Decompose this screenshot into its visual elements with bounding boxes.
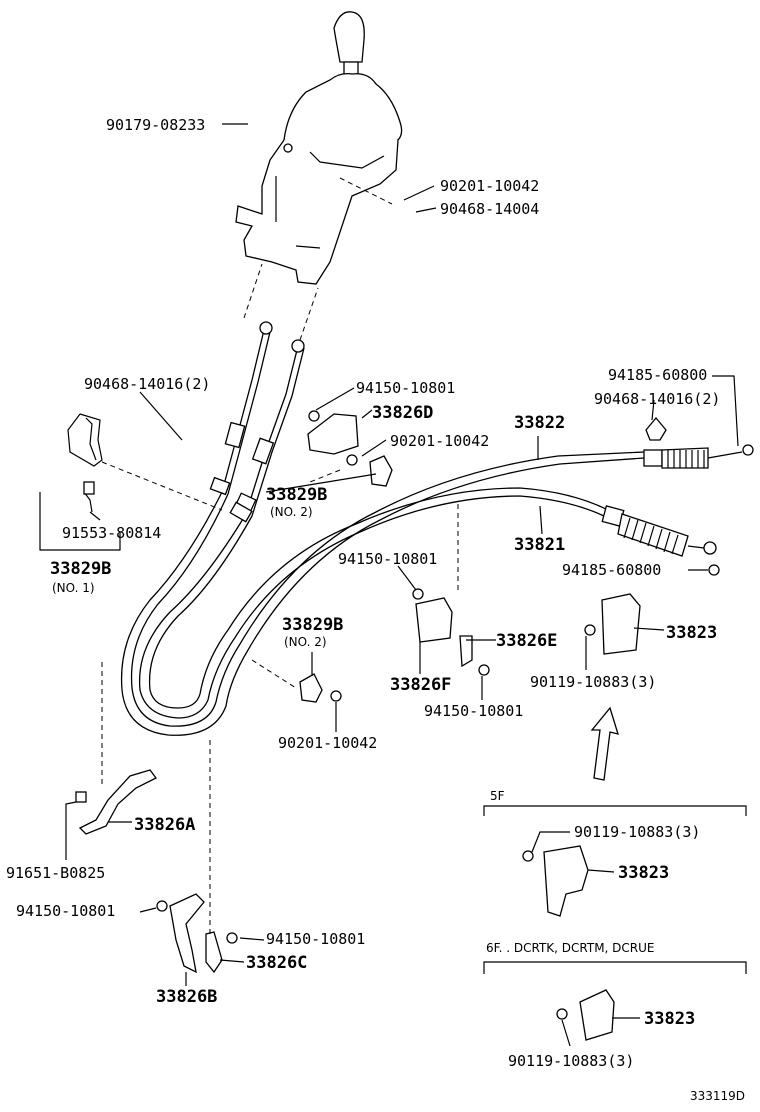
label-90201-10042-top: 90201-10042 [440, 177, 539, 195]
leader-lines [39, 123, 739, 1047]
label-91651-B0825: 91651-B0825 [6, 864, 105, 882]
clamp-33829B-upper [369, 455, 393, 487]
label-33826F: 33826F [390, 675, 451, 695]
label-90179-08233: 90179-08233 [106, 116, 205, 134]
label-no1: (NO. 1) [52, 581, 95, 595]
section-5f-title: 5F [490, 789, 505, 803]
label-33829B-no2-upper: 33829B [266, 485, 327, 505]
section-6f-rule [483, 961, 747, 974]
clamp-33829B-no1 [67, 413, 103, 513]
label-94150-10801-right: 94150-10801 [266, 930, 365, 948]
cable-end-33822 [643, 416, 754, 469]
cables [120, 321, 645, 736]
label-90201-10042-bottom: 90201-10042 [278, 734, 377, 752]
label-33821: 33821 [514, 535, 565, 555]
label-90119-10883-6f: 90119-10883(3) [508, 1052, 634, 1070]
direction-arrow [590, 706, 619, 781]
cable-end-33821 [601, 505, 720, 576]
label-94150-10801-lower: 94150-10801 [424, 702, 523, 720]
label-33826A: 33826A [134, 815, 195, 835]
label-91553-80814: 91553-80814 [62, 524, 161, 542]
bracket-33826B [156, 893, 238, 974]
shift-lever-assembly [235, 11, 403, 285]
label-33826B: 33826B [156, 987, 217, 1007]
label-33823-6f: 33823 [644, 1009, 695, 1029]
label-90468-14016-right: 90468-14016(2) [594, 390, 720, 408]
label-90468-14004: 90468-14004 [440, 200, 539, 218]
label-33822: 33822 [514, 413, 565, 433]
label-no2-upper: (NO. 2) [270, 505, 313, 519]
label-94150-10801-top: 94150-10801 [356, 379, 455, 397]
label-90119-10883-main: 90119-10883(3) [530, 673, 656, 691]
label-90468-14016-left: 90468-14016(2) [84, 375, 210, 393]
label-33823-main: 33823 [666, 623, 717, 643]
pipe-33826A [75, 769, 157, 835]
label-94150-10801-left: 94150-10801 [16, 902, 115, 920]
label-94185-60800-right: 94185-60800 [562, 561, 661, 579]
label-90201-10042-mid: 90201-10042 [390, 432, 489, 450]
section-6f-title: 6F. . DCRTK, DCRTM, DCRUE [486, 941, 655, 955]
section-5f-rule [483, 805, 747, 816]
bracket-33823-6f [556, 989, 615, 1041]
label-33826D: 33826D [372, 403, 433, 423]
clamp-33829B-lower [299, 673, 342, 703]
label-no2-lower: (NO. 2) [284, 635, 327, 649]
bracket-33826D [307, 410, 359, 466]
label-94185-60800-top: 94185-60800 [608, 366, 707, 384]
bracket-33823-5f [522, 845, 589, 917]
label-33823-5f: 33823 [618, 863, 669, 883]
label-33829B-no1: 33829B [50, 559, 111, 579]
bracket-33823-main [584, 593, 641, 655]
diagram-id: 333119D [690, 1089, 745, 1103]
bracket-33826F [412, 588, 490, 676]
label-90119-10883-5f: 90119-10883(3) [574, 823, 700, 841]
part-labels: 90179-08233 90201-10042 90468-14004 9046… [6, 116, 745, 1103]
label-33826C: 33826C [246, 953, 307, 973]
label-94150-10801-mid: 94150-10801 [338, 550, 437, 568]
label-33826E: 33826E [496, 631, 557, 651]
label-33829B-no2-lower: 33829B [282, 615, 343, 635]
